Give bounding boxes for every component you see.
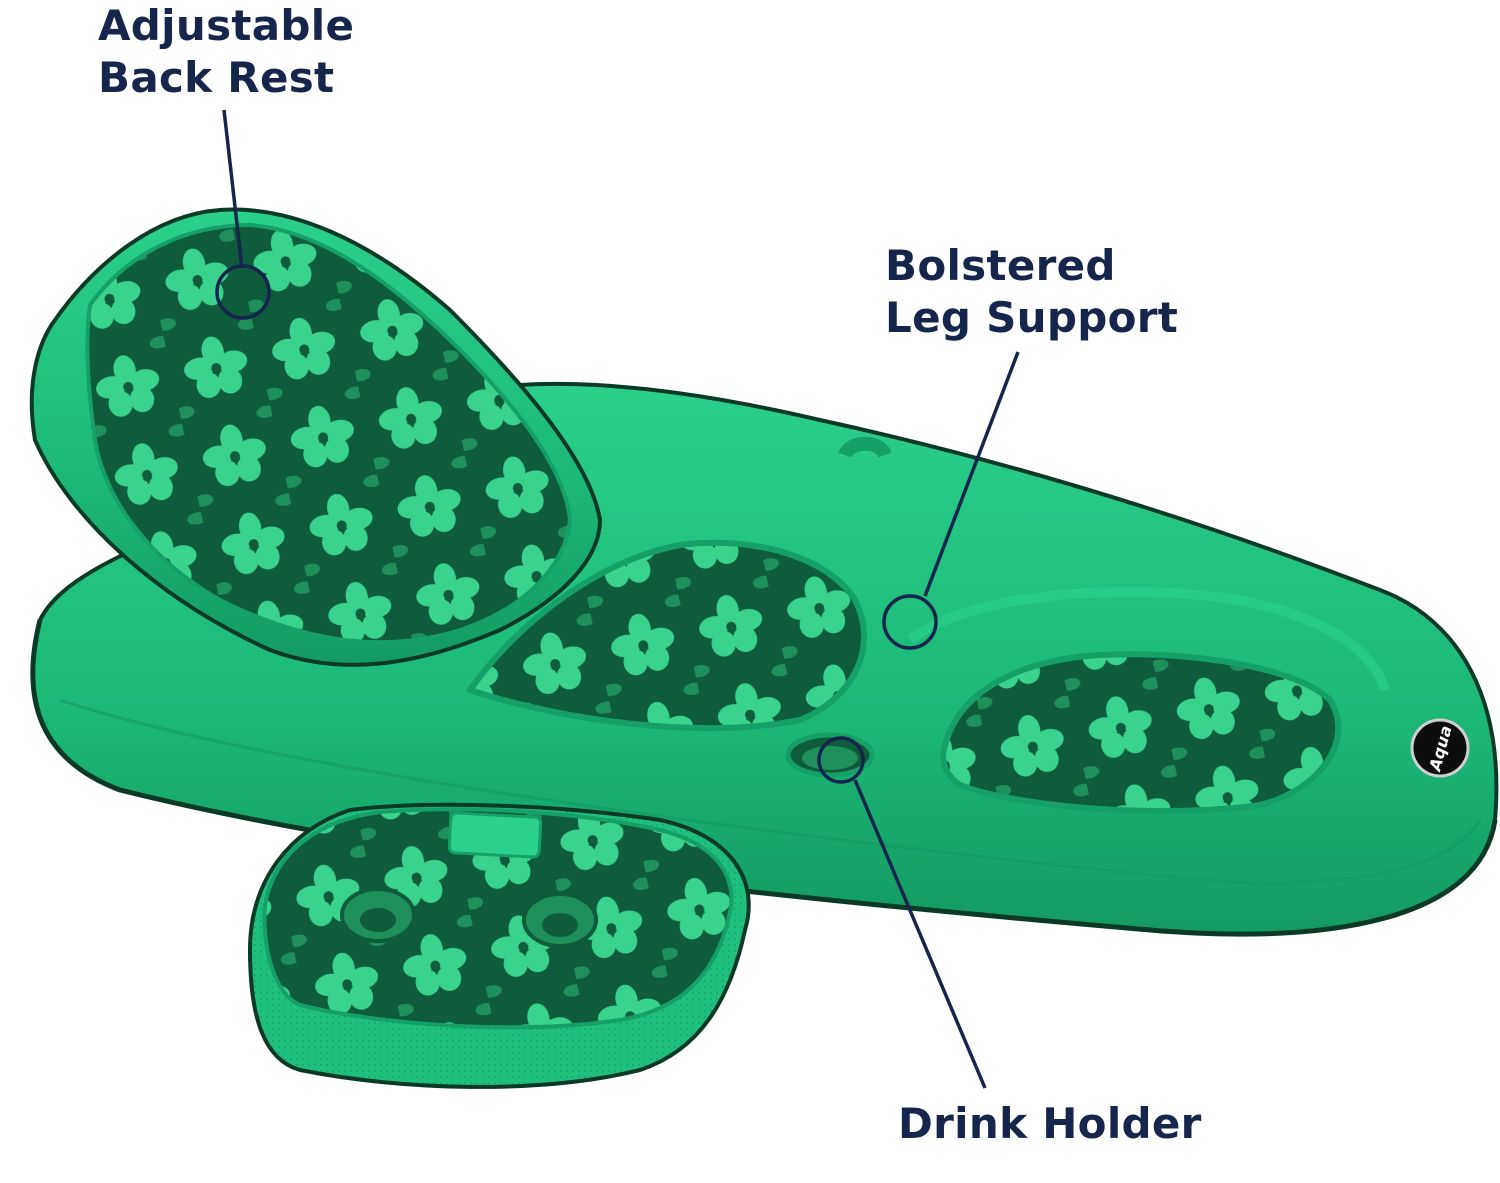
callout-adjustable-back-rest: Adjustable Back Rest — [98, 0, 354, 104]
handle — [838, 436, 892, 459]
drink-leader-circle — [817, 736, 865, 784]
leg-leader-circle — [882, 594, 938, 650]
drink-holder-cup — [785, 732, 875, 778]
backrest-leader-circle — [215, 264, 271, 320]
drink-leader-line — [853, 779, 987, 1089]
callout-leaders — [215, 109, 1020, 1089]
ottoman — [247, 802, 751, 1089]
callout-text-line: Adjustable — [98, 1, 355, 50]
callout-text-line: Leg Support — [885, 293, 1179, 342]
callout-bolstered-leg-support: Bolstered Leg Support — [885, 240, 1178, 344]
seat-area — [465, 539, 867, 732]
leg-leader-line — [923, 351, 1020, 597]
backrest-leader-line — [222, 109, 244, 269]
aqua-logo: Aqua — [1410, 718, 1470, 778]
callout-text-line: Drink Holder — [898, 1099, 1202, 1148]
callout-drink-holder: Drink Holder — [898, 1098, 1202, 1150]
callout-text-line: Bolstered — [885, 241, 1116, 290]
ottoman-handle — [447, 811, 543, 859]
leg-support-area — [906, 587, 1390, 815]
back-rest — [29, 207, 603, 667]
callout-text-line: Back Rest — [98, 53, 335, 102]
